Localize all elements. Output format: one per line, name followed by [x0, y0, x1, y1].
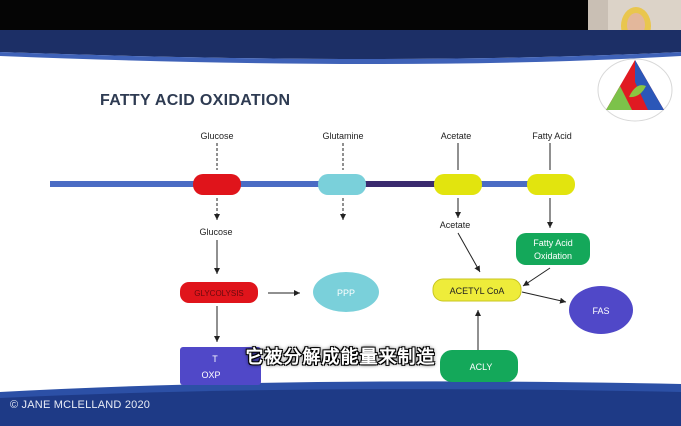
glutamine-input-label: Glutamine — [322, 131, 363, 141]
ppp-node — [313, 272, 379, 312]
acetyl-coa-node — [432, 278, 522, 302]
bottom-swoosh — [0, 381, 681, 426]
fao-label-line1: Fatty Acid — [533, 238, 573, 248]
logo-icon — [597, 58, 673, 122]
fas-node — [569, 286, 633, 334]
cell-membrane — [50, 181, 570, 187]
acly-node — [440, 350, 518, 382]
acetate-input-label: Acetate — [441, 131, 472, 141]
ppp-label: PPP — [337, 288, 355, 298]
glycolysis-label: GLYCOLYSIS — [194, 289, 244, 298]
tca-label-line1: T — [212, 354, 218, 364]
pathway-diagram: Glucose Glutamine Acetate Fatty Acid Glu… — [50, 131, 633, 385]
glycolysis-node — [180, 282, 258, 303]
acly-label: ACLY — [470, 362, 493, 372]
glucose-input-label: Glucose — [200, 131, 233, 141]
fatty-acid-transporter — [527, 174, 575, 195]
fatty-acid-input-label: Fatty Acid — [532, 131, 572, 141]
glucose-transporter — [193, 174, 241, 195]
acetate-transporter — [434, 174, 482, 195]
video-subtitle: 它被分解成能量来制造 — [245, 347, 436, 367]
fao-label-line2: Oxidation — [534, 251, 572, 261]
slide: FATTY ACID OXIDATION — [0, 30, 681, 426]
glutamine-transporter — [318, 174, 366, 195]
fatty-acid-oxidation-node — [516, 233, 590, 265]
top-black-bar — [0, 0, 681, 30]
slide-title: FATTY ACID OXIDATION — [100, 92, 291, 109]
copyright: © JANE MCLELLAND 2020 — [10, 399, 151, 411]
top-swoosh — [0, 30, 681, 64]
acetyl-coa-label: ACETYL CoA — [450, 286, 505, 296]
glucose-inside-label: Glucose — [199, 227, 232, 237]
acetate-inside-label: Acetate — [440, 220, 471, 230]
tca-label-line2: OXP — [201, 370, 220, 380]
fas-label: FAS — [592, 306, 609, 316]
tca-node — [180, 347, 261, 385]
